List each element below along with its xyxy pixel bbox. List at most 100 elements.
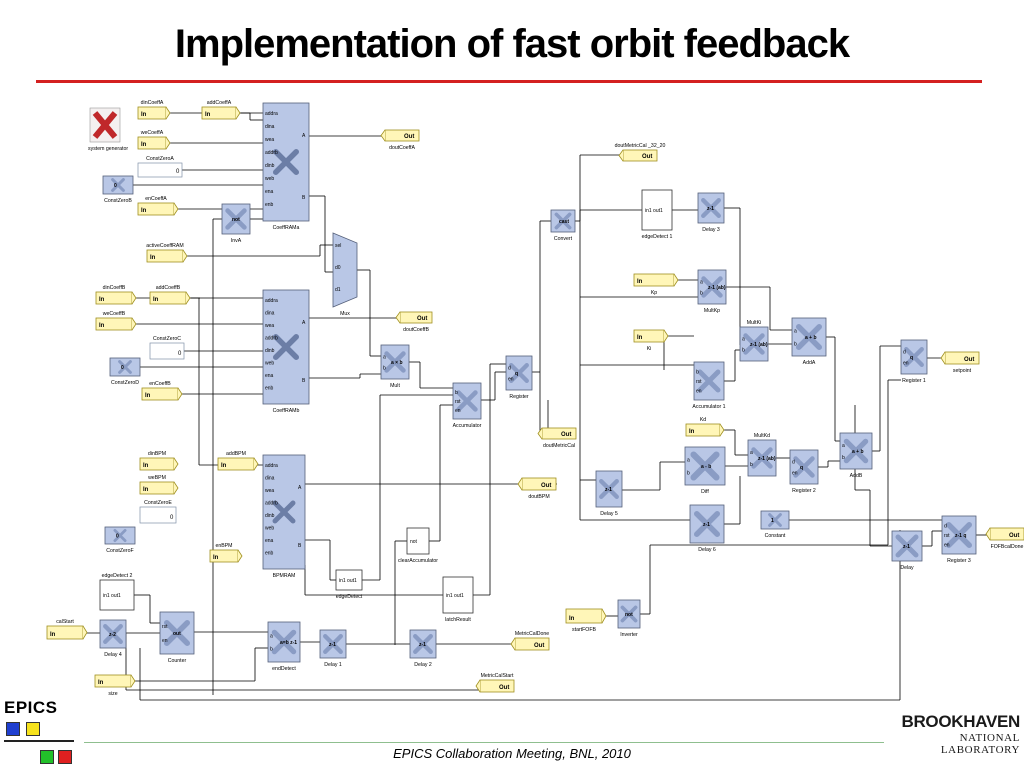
epics-logo-square-red (58, 750, 72, 764)
port-label-a: a (383, 354, 386, 360)
ram-port-ena: ena (265, 373, 274, 379)
port-text: Out (417, 316, 427, 322)
block-multKd[interactable]: abz-1 (ab)MultKd (747, 433, 777, 477)
block-caption: Diff (701, 489, 709, 495)
port-text: In (637, 335, 643, 341)
block-caption: ConstZeroF (106, 548, 133, 554)
footer-caption: EPICS Collaboration Meeting, BNL, 2010 (393, 746, 631, 761)
port-text: In (569, 616, 575, 622)
ram-out-B: B (302, 378, 306, 384)
block-caption: edgeDetect (336, 594, 363, 600)
block-caption: Register (509, 394, 529, 400)
port-text: In (99, 323, 105, 329)
port-label-a: a (842, 443, 845, 449)
block-text: q (515, 371, 518, 377)
block-sysgen[interactable]: system generator (88, 107, 128, 152)
port-label-rst: rst (162, 624, 168, 630)
block-caption: MultKi (747, 320, 761, 326)
block-ramA[interactable]: addradinaweaaddrbdinbwebenaenbABCoeffRAM… (262, 102, 310, 231)
block-caption: doutMetricCal _32_20 (615, 143, 666, 149)
port-text: Out (541, 483, 551, 489)
block-ramB[interactable]: addradinaweaaddrbdinbwebenaenbABCoeffRAM… (262, 289, 310, 414)
block-caption: addCoeffB (156, 285, 181, 291)
block-multKi[interactable]: abz-1 (ab)MultKi (739, 320, 769, 362)
port-label-en: en (508, 377, 514, 383)
block-text: in1 out1 (103, 593, 121, 599)
block-caption: Delay 6 (698, 547, 716, 553)
block-multKp[interactable]: abz-1 (ab)MultKp (697, 269, 727, 314)
port-label-en: en (696, 389, 702, 395)
block-caption: Delay 2 (414, 662, 432, 668)
port-label-rst: rst (944, 533, 950, 539)
bnl-logo-line1: BROOKHAVEN (901, 712, 1020, 731)
port-label-b: b (383, 366, 386, 372)
block-text: q (910, 355, 913, 361)
port-label-b: b (842, 455, 845, 461)
